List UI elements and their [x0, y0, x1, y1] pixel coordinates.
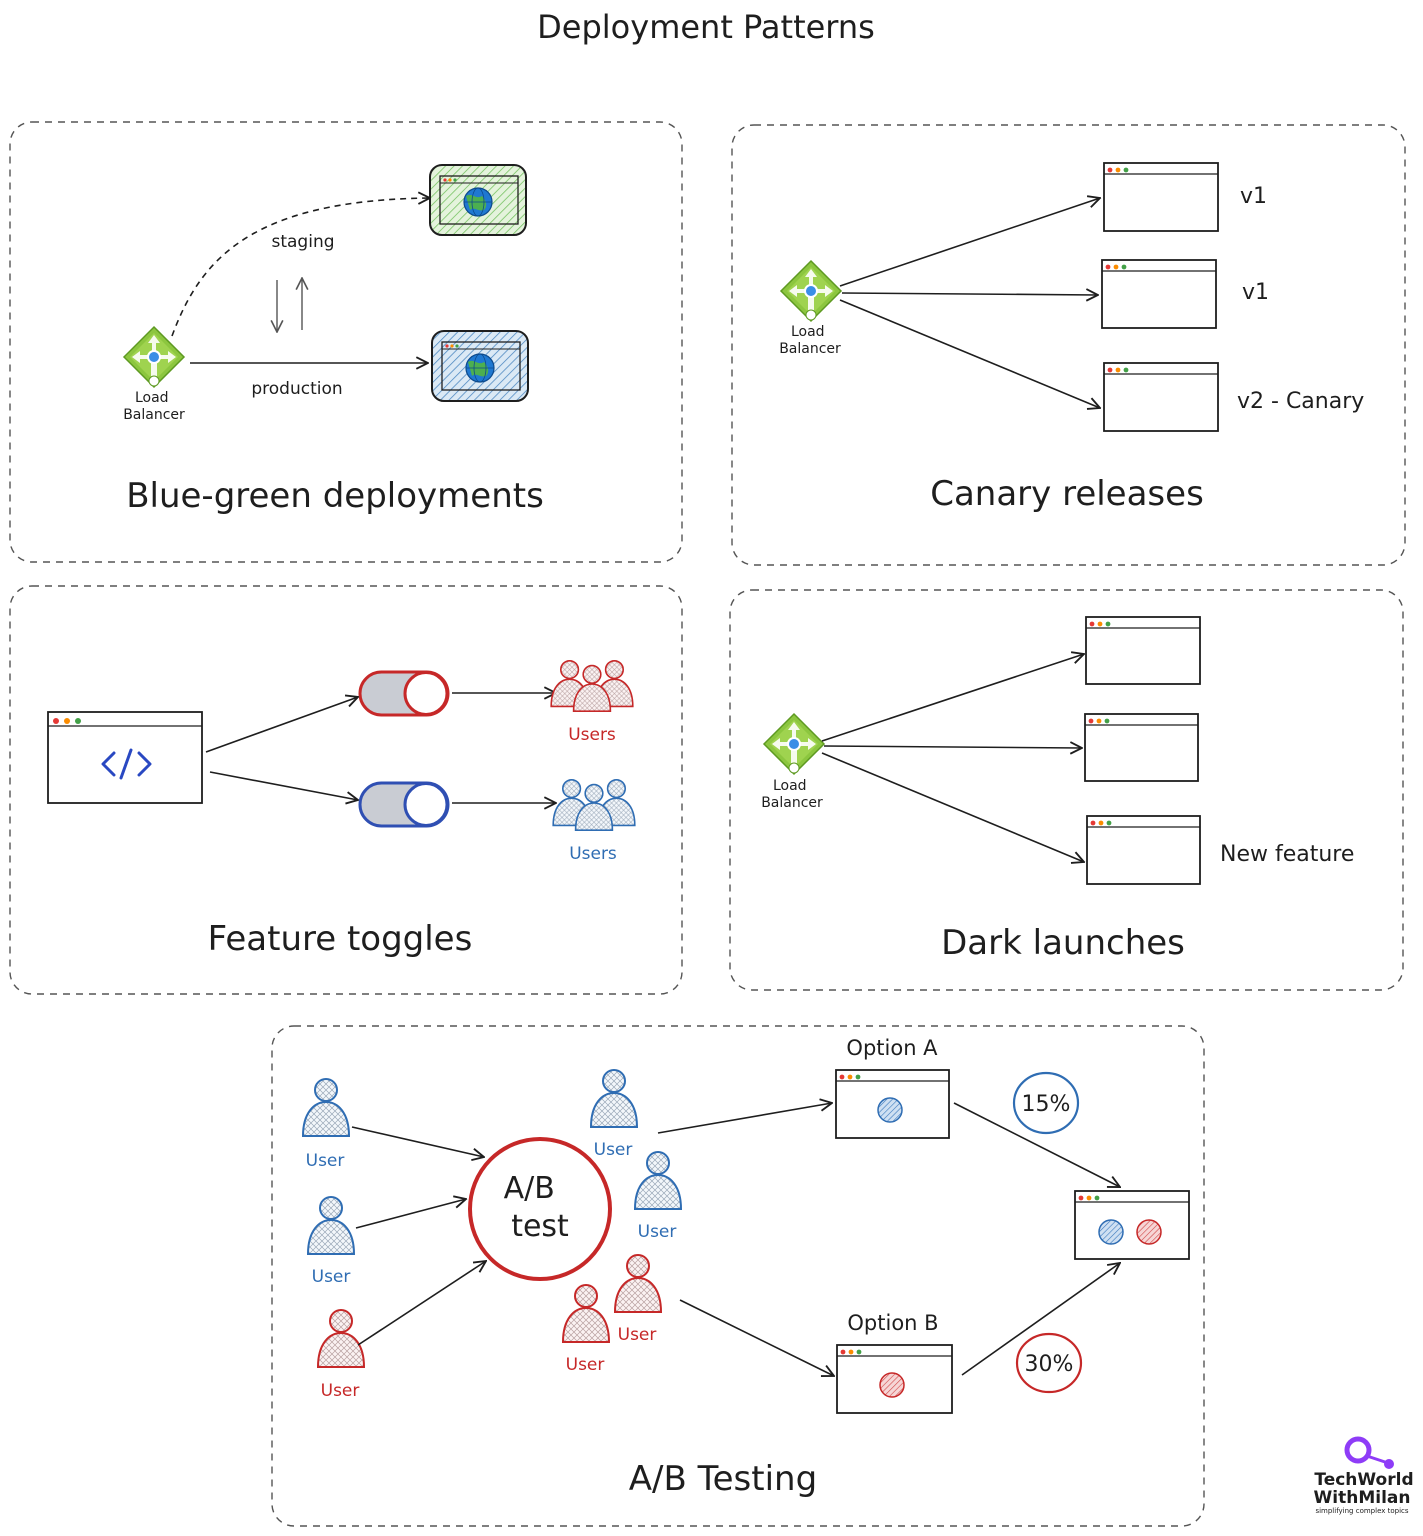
user-icon: [317, 1309, 365, 1368]
percentage-b-label: 30%: [1025, 1352, 1074, 1377]
brand-line-2: WithMilan: [1314, 1488, 1411, 1508]
diagram-title: Deployment Patterns: [537, 8, 875, 46]
panel-ab-testing: User User User A/B test User User User U…: [271, 1025, 1205, 1527]
staging-label: staging: [271, 232, 334, 252]
ab-test-label: A/B test: [504, 1171, 569, 1244]
user-label: User: [638, 1222, 677, 1242]
toggle-switch-red[interactable]: [358, 670, 450, 717]
users-label-blue: Users: [569, 844, 617, 864]
dark-server-2: [1084, 713, 1199, 782]
option-a-label: Option A: [846, 1036, 938, 1060]
brand-logo: TechWorld WithMilan simplifying complex …: [1314, 1436, 1414, 1515]
globe-icon: [465, 353, 495, 383]
section-title-blue-green: Blue-green deployments: [126, 476, 544, 516]
user-icon: [302, 1078, 350, 1137]
code-window: [47, 711, 203, 804]
canary-server-1: [1103, 162, 1219, 232]
result-arrow-b: [961, 1263, 1120, 1376]
ab-input-arrow: [355, 1199, 466, 1229]
load-balancer-icon: [780, 260, 842, 322]
staging-arrow: [171, 198, 430, 337]
section-title-feature-toggles: Feature toggles: [208, 919, 473, 959]
users-group-red-icon: [550, 659, 634, 713]
ab-input-arrow: [351, 1126, 484, 1157]
user-icon: [307, 1196, 355, 1255]
user-icon: [634, 1151, 682, 1210]
option-a-window: [835, 1069, 950, 1139]
canary-server-2: [1101, 259, 1217, 329]
panel-canary: Load Balancer v1 v1 v2 - Canary Canary r…: [731, 124, 1406, 566]
ab-test-circle: [468, 1137, 612, 1281]
toggle-switch-blue[interactable]: [358, 781, 450, 828]
user-label: User: [594, 1140, 633, 1160]
load-balancer-label: Load Balancer: [779, 324, 841, 357]
brand-line-1: TechWorld: [1314, 1470, 1413, 1490]
panel-blue-green-border: [9, 121, 683, 563]
code-icon: [101, 748, 152, 780]
result-window: [1074, 1190, 1190, 1260]
panel-dark-launches-border: [729, 589, 1404, 991]
new-feature-label: New feature: [1220, 842, 1354, 867]
panel-feature-toggles-border: [9, 585, 683, 995]
user-icon: [590, 1069, 638, 1128]
section-title-ab-testing: A/B Testing: [629, 1459, 817, 1499]
user-icon: [614, 1254, 662, 1313]
toggle-arrow-top: [205, 697, 358, 753]
panel-dark-launches: Load Balancer New feature Dark launches: [729, 589, 1404, 991]
user-label: User: [312, 1267, 351, 1287]
user-icon: [562, 1284, 610, 1343]
ab-input-arrow: [357, 1261, 486, 1346]
dark-server-3: [1086, 815, 1201, 885]
percentage-a-badge: [1012, 1071, 1080, 1135]
brand-tagline: simplifying complex topics: [1315, 1507, 1408, 1515]
production-label: production: [251, 379, 342, 399]
option-a-arrow: [657, 1103, 832, 1134]
toggle-arrow-bottom: [209, 771, 358, 800]
dark-arrow-1: [821, 654, 1084, 742]
canary-version-label: v1: [1240, 184, 1267, 209]
production-server: [431, 330, 529, 402]
section-title-dark-launches: Dark launches: [941, 923, 1185, 963]
staging-server: [429, 164, 527, 236]
option-b-window: [836, 1344, 953, 1414]
canary-arrow-3: [839, 299, 1100, 408]
panel-ab-testing-border: [271, 1025, 1205, 1527]
users-label-red: Users: [568, 725, 616, 745]
canary-arrow-1: [839, 198, 1100, 287]
dark-arrow-2: [823, 746, 1082, 748]
panel-canary-border: [731, 124, 1406, 566]
dark-server-1: [1085, 616, 1201, 685]
section-title-canary: Canary releases: [930, 474, 1204, 514]
users-group-blue-icon: [552, 778, 636, 832]
globe-icon: [463, 187, 493, 217]
user-label: User: [306, 1151, 345, 1171]
brand-logo-icon: [1344, 1436, 1394, 1469]
panel-blue-green: Load Balancer staging production Blue-gr…: [9, 121, 683, 563]
load-balancer-icon: [763, 713, 825, 775]
canary-arrow-2: [841, 293, 1098, 295]
canary-version-label: v1: [1242, 280, 1269, 305]
percentage-a-label: 15%: [1022, 1092, 1071, 1117]
percentage-b-badge: [1015, 1332, 1083, 1394]
panel-feature-toggles: Users Users Feature toggles: [9, 585, 683, 995]
result-arrow-a: [953, 1102, 1120, 1187]
load-balancer-label: Load Balancer: [123, 390, 185, 423]
canary-server-3: [1103, 362, 1219, 432]
user-label: User: [321, 1381, 360, 1401]
canary-version-label: v2 - Canary: [1237, 389, 1364, 414]
option-b-arrow: [679, 1299, 834, 1376]
user-label: User: [566, 1355, 605, 1375]
dark-arrow-3: [821, 752, 1084, 862]
user-label: User: [618, 1325, 657, 1345]
load-balancer-label: Load Balancer: [761, 778, 823, 811]
load-balancer-icon: [123, 326, 185, 388]
option-b-label: Option B: [847, 1311, 938, 1335]
